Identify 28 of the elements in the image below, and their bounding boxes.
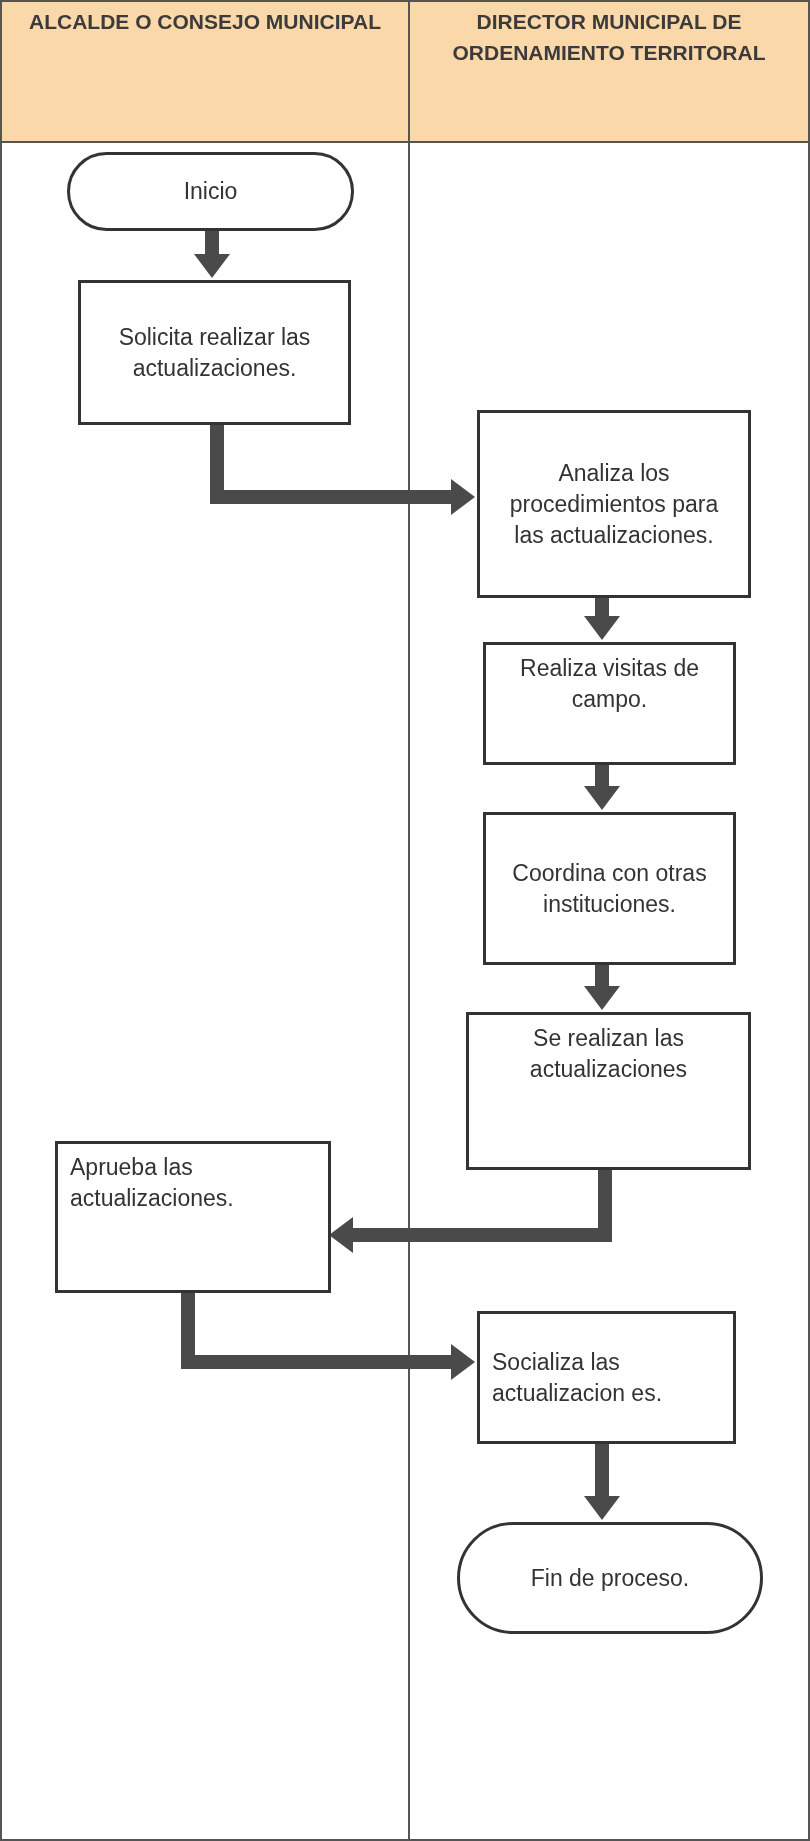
step-text: Fin de proceso.: [529, 1563, 691, 1593]
flow-arrow: [584, 763, 620, 810]
swimlane: [408, 0, 810, 1841]
process-box: [477, 1311, 736, 1444]
process-box: [466, 1012, 751, 1170]
flow-arrow: [584, 1442, 620, 1520]
step-text: Coordina con otras instituciones.: [511, 858, 708, 919]
step-text: Socializa las actualizacion es.: [492, 1347, 664, 1408]
flow-arrow: [584, 596, 620, 640]
lane-header: DIRECTOR MUNICIPAL DE ORDENAMIENTO TERRITORAL: [410, 2, 808, 143]
step-text: Solicita realizar las actualizaciones.: [117, 322, 312, 383]
process-box: [483, 812, 736, 965]
process-box: [55, 1141, 331, 1293]
process-box: [477, 410, 751, 598]
step-text: Inicio: [182, 177, 239, 206]
process-box: [78, 280, 351, 425]
flow-arrow: [584, 963, 620, 1010]
flow-arrow: [210, 423, 475, 515]
step-text: Aprueba las actualizaciones.: [70, 1153, 235, 1213]
step-text: Analiza los procedimientos para las actualizaciones.: [508, 458, 720, 550]
flow-arrow: [181, 1291, 475, 1380]
step-text: Realiza visitas de campo.: [519, 654, 700, 714]
lane-header: ALCALDE O CONSEJO MUNICIPAL: [2, 2, 408, 143]
swimlane: [0, 0, 410, 1841]
flow-arrow: [194, 229, 230, 278]
step-text: Se realizan las actualizaciones: [528, 1024, 689, 1084]
flow-arrow: [329, 1168, 612, 1253]
process-box: [483, 642, 736, 765]
